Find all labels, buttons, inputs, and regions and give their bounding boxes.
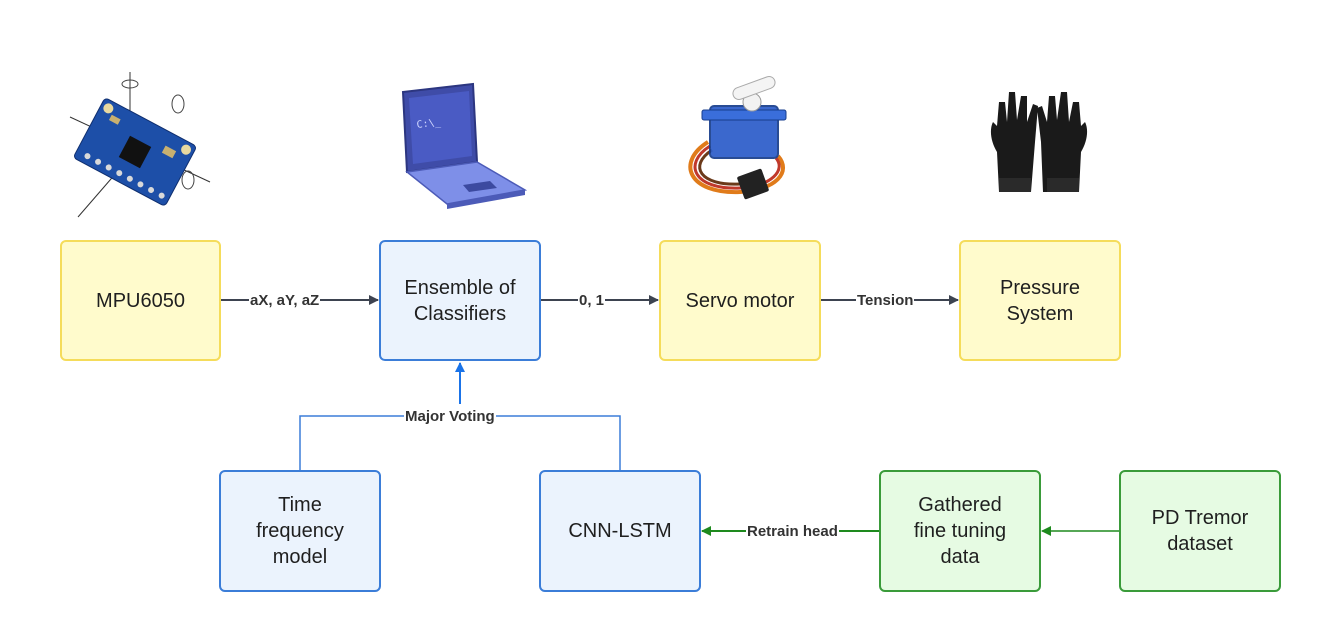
label-acceleration-axes: aX, aY, aZ [249, 292, 321, 310]
laptop-image: C:\_ [401, 82, 528, 209]
gathered-fine-tuning-data-box: Gathered fine tuning data [879, 470, 1041, 592]
ensemble-classifiers-box: Ensemble of Classifiers [379, 240, 541, 361]
servo-motor-box: Servo motor [659, 240, 821, 361]
mpu6050-sensor-image [69, 72, 211, 218]
gloves-image [990, 92, 1088, 192]
pressure-system-box: Pressure System [959, 240, 1121, 361]
servo-motor-image [688, 76, 787, 200]
pd-tremor-dataset-box: PD Tremor dataset [1119, 470, 1281, 592]
label-binary-output: 0, 1 [578, 292, 606, 310]
time-frequency-model-box: Time frequency model [219, 470, 381, 592]
mpu6050-box: MPU6050 [60, 240, 221, 361]
svg-text:C:\_: C:\_ [416, 117, 442, 131]
cnn-lstm-box: CNN-LSTM [539, 470, 701, 592]
label-tension: Tension [856, 292, 915, 310]
label-major-voting: Major Voting [404, 408, 496, 426]
label-retrain-head: Retrain head [746, 523, 839, 541]
